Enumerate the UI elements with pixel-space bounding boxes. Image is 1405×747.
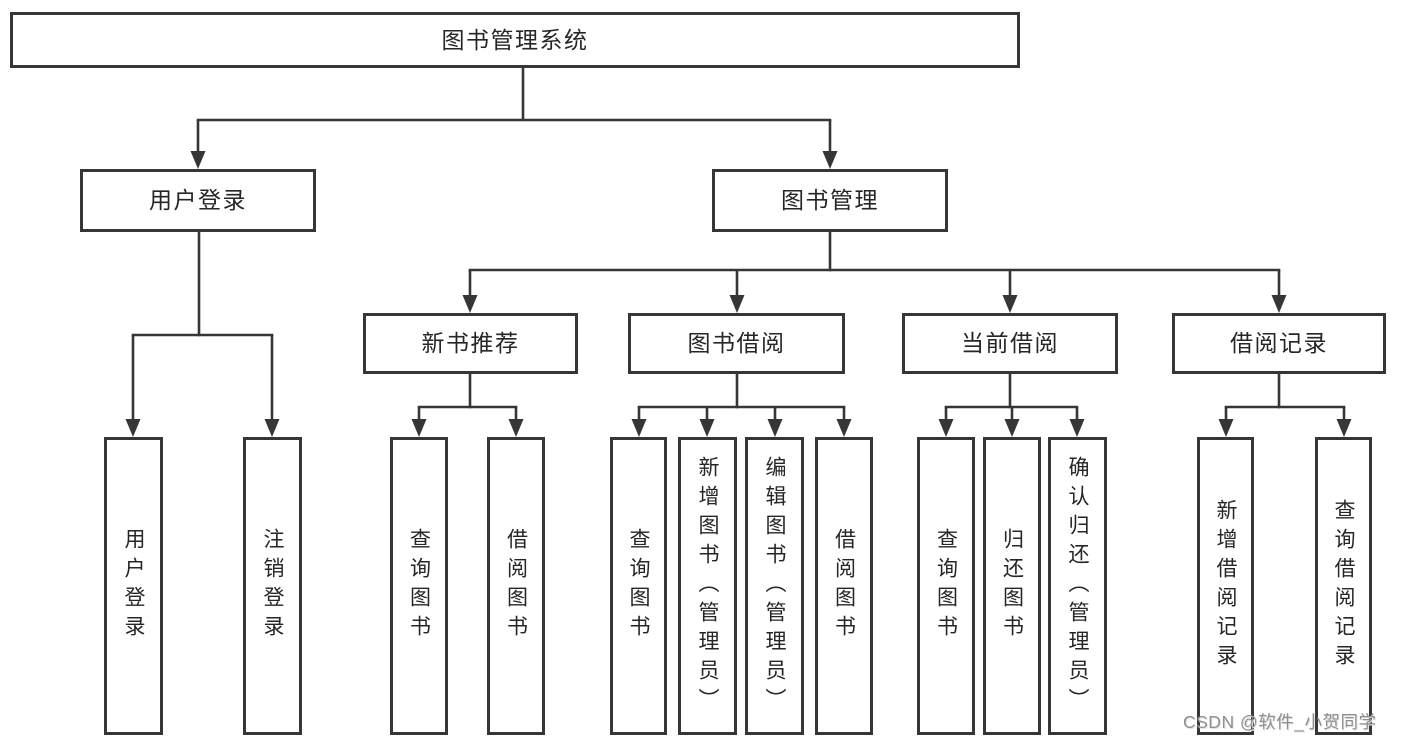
leaf-query-borrow-record: 查询借阅记录 <box>1315 437 1372 735</box>
leaf-user-login: 用户登录 <box>104 437 163 735</box>
connector-current-to-leaves <box>938 374 1085 437</box>
csdn-watermark: CSDN @软件_小贺同学 <box>1183 712 1377 732</box>
node-label: 借阅记录 <box>1230 330 1328 356</box>
leaf-label: 编辑图书（管理员） <box>763 455 786 717</box>
leaf-label: 借阅图书 <box>504 528 528 644</box>
leaf-label: 查询图书 <box>627 528 650 644</box>
leaf-borrow-books-recommend: 借阅图书 <box>487 437 545 735</box>
leaf-label: 归还图书 <box>1000 528 1024 644</box>
node-new-book-recommendation: 新书推荐 <box>363 313 578 374</box>
connector-newbook-to-leaves <box>411 374 524 437</box>
leaf-return-books: 归还图书 <box>983 437 1041 735</box>
leaf-query-books-current: 查询图书 <box>917 437 975 735</box>
connector-records-to-leaves <box>1218 374 1352 437</box>
leaf-label: 用户登录 <box>122 528 145 644</box>
leaf-label: 借阅图书 <box>832 528 856 644</box>
node-label: 用户登录 <box>149 187 247 213</box>
leaf-label: 查询借阅记录 <box>1332 499 1355 673</box>
node-label: 图书借阅 <box>687 330 786 356</box>
leaf-query-books-borrow: 查询图书 <box>610 437 667 735</box>
leaf-add-book-admin: 新增图书（管理员） <box>678 437 737 735</box>
leaf-label: 新增借阅记录 <box>1214 499 1237 673</box>
leaf-label: 注销登录 <box>261 528 284 644</box>
node-label: 图书管理 <box>781 187 879 213</box>
node-user-login: 用户登录 <box>80 169 316 232</box>
connector-root-to-level2 <box>190 66 838 169</box>
leaf-confirm-return-admin: 确认归还（管理员） <box>1048 437 1107 735</box>
leaf-borrow-books: 借阅图书 <box>815 437 873 735</box>
leaf-label: 新增图书（管理员） <box>696 455 719 717</box>
node-library-management-system: 图书管理系统 <box>10 12 1020 68</box>
node-book-borrowing: 图书借阅 <box>628 313 845 374</box>
leaf-query-books-recommend: 查询图书 <box>390 437 448 735</box>
leaf-add-borrow-record: 新增借阅记录 <box>1197 437 1254 735</box>
node-book-management: 图书管理 <box>712 169 948 232</box>
node-label: 图书管理系统 <box>441 26 589 53</box>
leaf-edit-book-admin: 编辑图书（管理员） <box>745 437 804 735</box>
node-label: 新书推荐 <box>421 330 520 356</box>
leaf-label: 查询图书 <box>407 528 431 644</box>
connector-borrow-to-leaves <box>631 374 852 437</box>
connector-userlogin-to-leaves <box>125 231 280 437</box>
connector-bookmgmt-to-level3 <box>462 231 1287 313</box>
leaf-label: 确认归还（管理员） <box>1066 455 1089 717</box>
node-current-borrowing: 当前借阅 <box>902 313 1118 374</box>
node-label: 当前借阅 <box>961 330 1059 356</box>
node-borrowing-records: 借阅记录 <box>1172 313 1386 374</box>
leaf-logout: 注销登录 <box>243 437 302 735</box>
leaf-label: 查询图书 <box>934 528 958 644</box>
